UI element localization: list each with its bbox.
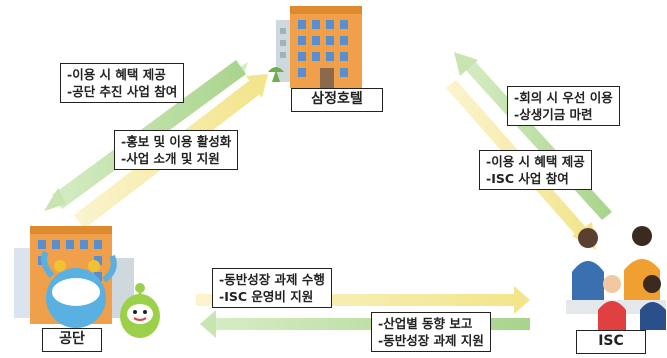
flow-isc-to-corp-box: -산업별 동향 보고 -동반성장 과제 지원 xyxy=(371,312,491,352)
flow-text: -이용 시 혜택 제공 xyxy=(486,154,585,169)
flow-text: -상생기금 마련 xyxy=(514,107,593,122)
flow-hotel-to-corp-box: -이용 시 혜택 제공 -공단 추진 사업 참여 xyxy=(60,63,185,103)
hotel-building-icon xyxy=(268,6,362,88)
flow-text: -공단 추진 사업 참여 xyxy=(67,84,178,99)
flow-text: -사업 소개 및 지원 xyxy=(121,151,220,166)
arrow-isc-to-hotel xyxy=(454,52,612,220)
flow-text: -동반성장 과제 수행 xyxy=(219,272,325,287)
flow-text: -산업별 동향 보고 xyxy=(378,316,473,331)
flow-corp-to-hotel-box: -홍보 및 이용 활성화 -사업 소개 및 지원 xyxy=(114,130,239,170)
flow-text: -ISC 운영비 지원 xyxy=(219,289,314,304)
flow-isc-to-hotel-box: -회의 시 우선 이용 -상생기금 마련 xyxy=(507,86,620,126)
flow-hotel-to-isc-box: -이용 시 혜택 제공 -ISC 사업 참여 xyxy=(479,150,592,190)
flow-text: -이용 시 혜택 제공 xyxy=(67,67,166,82)
flow-text: -홍보 및 이용 활성화 xyxy=(121,134,232,149)
corp-label: 공단 xyxy=(42,328,102,352)
flow-corp-to-isc-box: -동반성장 과제 수행 -ISC 운영비 지원 xyxy=(212,268,332,308)
mascot-main-icon xyxy=(41,250,117,328)
mascot-small-icon xyxy=(120,283,160,338)
flow-text: -회의 시 우선 이용 xyxy=(514,90,613,105)
corp-logo-text: HRDK xyxy=(62,287,98,300)
flow-text: -ISC 사업 참여 xyxy=(486,171,569,186)
isc-label: ISC xyxy=(576,330,646,354)
flow-text: -동반성장 과제 지원 xyxy=(378,333,484,348)
isc-meeting-icon xyxy=(566,226,666,330)
hotel-label: 삼정호텔 xyxy=(291,88,383,112)
